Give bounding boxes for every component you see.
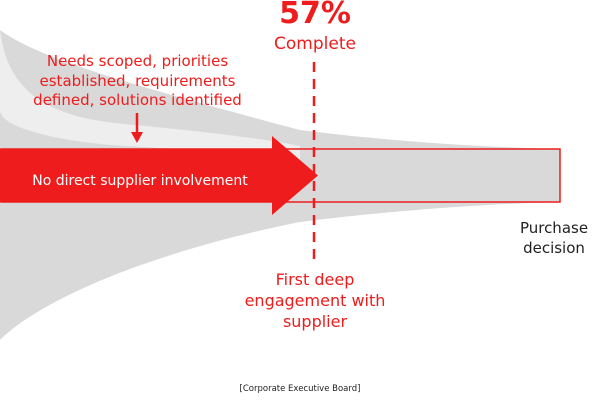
- percent-caption: Complete: [274, 34, 356, 54]
- pointer-arrow-head: [131, 132, 143, 143]
- purchase-decision-text: Purchase decision: [519, 219, 589, 257]
- source-caption: [Corporate Executive Board]: [239, 384, 361, 394]
- percent-value: 57%: [279, 0, 351, 31]
- pre-engagement-text: Needs scoped, priorities established, re…: [33, 52, 242, 109]
- first-engagement-text: First deep engagement with supplier: [244, 270, 386, 331]
- red-arrow: [0, 136, 318, 215]
- funnel-highlight: [0, 30, 300, 160]
- purchase-decision-label: Purchase decision: [508, 219, 600, 258]
- first-engagement-label: First deep engagement with supplier: [235, 270, 395, 332]
- pre-engagement-label: Needs scoped, priorities established, re…: [20, 52, 255, 111]
- arrow-label: No direct supplier involvement: [32, 173, 248, 189]
